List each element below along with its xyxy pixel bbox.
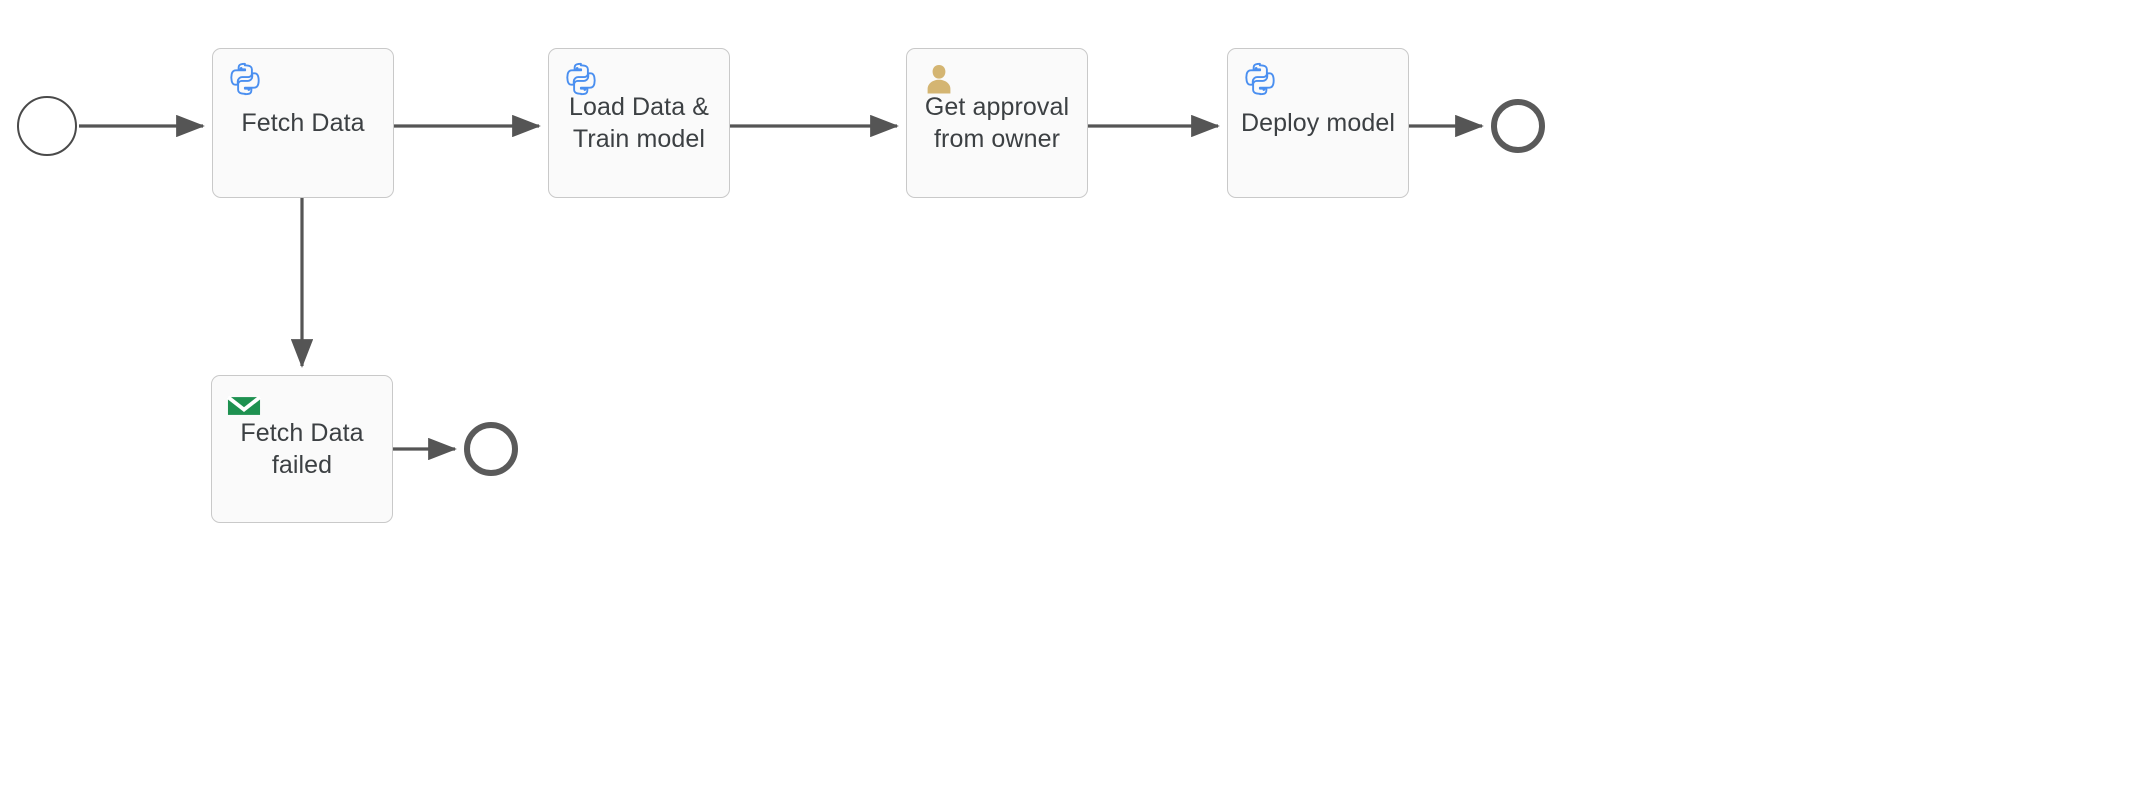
envelope-icon [226,395,262,415]
task-label: Fetch Data failed [240,419,364,479]
task-label: Deploy model [1240,109,1396,137]
end-event-failure[interactable] [464,422,518,476]
task-get-approval-from-owner[interactable]: Get approval from owner [906,48,1088,198]
task-load-data-train-model[interactable]: Load Data & Train model [548,48,730,198]
python-icon [230,62,260,96]
task-label: Get approval from owner [924,93,1070,153]
user-icon [927,64,951,94]
task-deploy-model[interactable]: Deploy model [1227,48,1409,198]
end-event-success[interactable] [1491,99,1545,153]
python-icon [566,62,596,96]
task-label: Load Data & Train model [568,93,710,153]
task-fetch-data-failed[interactable]: Fetch Data failed [211,375,393,523]
start-event[interactable] [17,96,77,156]
python-icon [1245,62,1275,96]
task-label: Fetch Data [241,109,365,137]
task-fetch-data[interactable]: Fetch Data [212,48,394,198]
